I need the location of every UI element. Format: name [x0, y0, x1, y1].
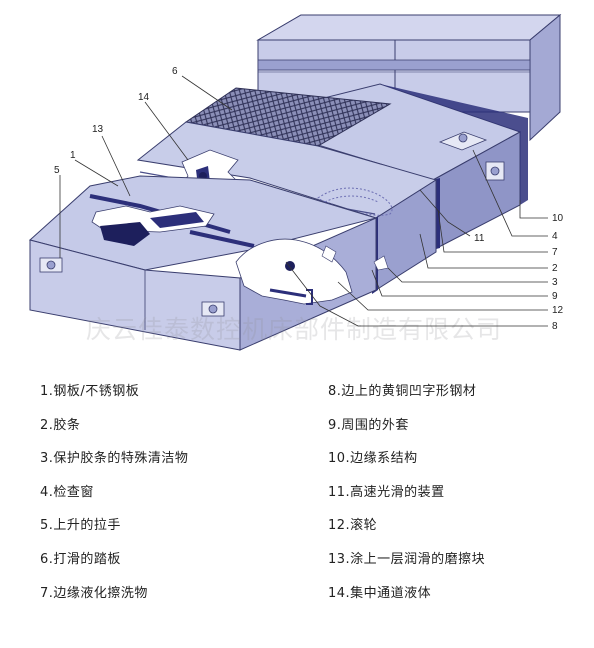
callout-13: 13 — [92, 124, 104, 135]
machine-base — [256, 13, 562, 142]
callout-7: 7 — [552, 247, 558, 258]
legend-item: 7.边缘液化擦洗物 — [40, 585, 148, 601]
callout-9: 9 — [552, 291, 558, 302]
inspection-window — [438, 131, 488, 151]
callout-leaders — [59, 75, 548, 327]
handle-right — [485, 161, 505, 181]
callout-1: 1 — [70, 150, 76, 161]
watermark: 庆云佳泰数控机床部件制造有限公司 — [86, 315, 502, 344]
callout-14: 14 — [138, 92, 150, 103]
legend-item: 10.边缘系结构 — [328, 451, 418, 467]
legend-item: 1.钢板/不锈钢板 — [40, 384, 140, 399]
legend-item: 9.周围的外套 — [328, 417, 409, 433]
legend-item: 14.集中通道液体 — [328, 585, 432, 601]
callout-8: 8 — [552, 321, 558, 332]
callout-numbers: 1 13 14 6 5 10 11 4 7 2 3 9 12 8 — [54, 66, 564, 332]
legend-item: 5.上升的拉手 — [40, 518, 121, 534]
callout-12: 12 — [552, 305, 564, 316]
legend-item: 4.检查窗 — [40, 484, 94, 500]
callout-2: 2 — [552, 263, 558, 274]
telescopic-cover-diagram: 庆云佳泰数控机床部件制造有限公司 1 13 14 6 5 10 11 4 7 2… — [28, 13, 564, 351]
legend-column-right: 8.边上的黄铜凹字形钢材 9.周围的外套 10.边缘系结构 11.高速光滑的装置… — [328, 382, 485, 617]
legend-item: 11.高速光滑的装置 — [328, 484, 445, 500]
callout-11: 11 — [474, 233, 485, 244]
callout-3: 3 — [552, 277, 558, 288]
legend-item: 13.涂上一层润滑的磨擦块 — [328, 551, 486, 567]
legend-item: 3.保护胶条的特殊清洁物 — [40, 451, 189, 467]
legend-item: 8.边上的黄铜凹字形钢材 — [328, 384, 477, 399]
callout-5: 5 — [54, 165, 60, 176]
handle-middle — [201, 301, 225, 317]
legend-item: 12.滚轮 — [328, 518, 378, 534]
callout-6: 6 — [172, 66, 178, 77]
callout-10: 10 — [552, 213, 564, 224]
legend-item: 2.胶条 — [40, 417, 81, 433]
cutaway-rollers — [235, 238, 389, 305]
legend-item: 6.打滑的踏板 — [40, 551, 121, 567]
cutaway-lower — [91, 205, 215, 246]
callout-4: 4 — [552, 231, 558, 242]
handle-front — [39, 257, 63, 273]
legend-column-left: 1.钢板/不锈钢板 2.胶条 3.保护胶条的特殊清洁物 4.检查窗 5.上升的拉… — [40, 382, 188, 617]
